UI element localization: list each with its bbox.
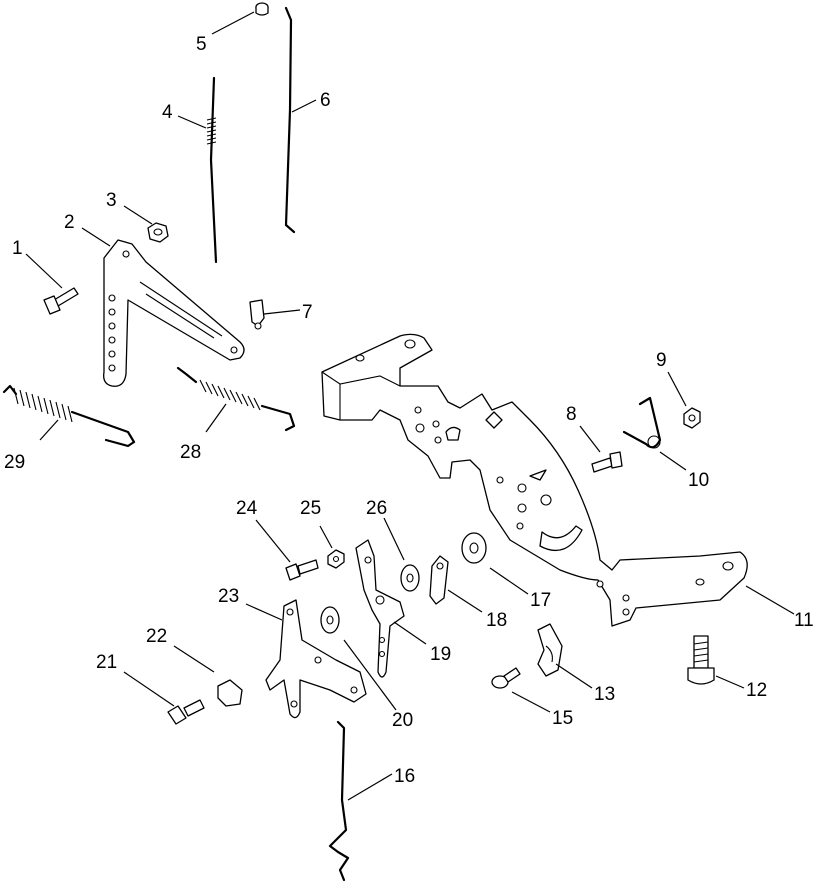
callout-4: 4 [162,102,173,123]
callout-13: 13 [594,684,615,705]
callout-29: 29 [4,452,25,473]
part-4-spring-rod [206,76,218,264]
part-5-nut [255,2,269,16]
part-1-bolt [43,287,79,315]
callout-labels: 1 2 3 4 5 6 7 8 9 10 11 12 13 15 16 17 1… [4,34,814,787]
callout-2: 2 [64,212,75,233]
part-18-small-arm [429,555,449,605]
callout-25: 25 [300,498,321,519]
part-24-bolt [285,559,319,581]
callout-9: 9 [656,350,667,371]
part-9-nut [683,407,701,429]
callout-20: 20 [392,710,413,731]
callout-28: 28 [180,442,201,463]
part-7-clip [249,299,265,330]
part-15-screw [491,667,521,689]
part-8-bolt [591,451,623,473]
callout-15: 15 [552,708,573,729]
callout-18: 18 [486,610,507,631]
callout-23: 23 [218,586,239,607]
part-12-bolt [687,635,715,685]
callout-19: 19 [430,644,451,665]
part-11-main-plate [321,333,748,627]
callout-3: 3 [106,190,117,211]
callout-22: 22 [146,626,167,647]
part-10-torsion-spring [622,396,662,449]
callout-16: 16 [394,766,415,787]
callout-5: 5 [196,34,207,55]
callout-6: 6 [320,90,331,111]
part-16-bent-rod [328,720,350,882]
callout-26: 26 [366,498,387,519]
part-17-washer [461,532,487,564]
callout-21: 21 [96,652,117,673]
part-13-clamp [537,623,563,677]
callout-7: 7 [302,302,313,323]
part-19-lever [355,539,405,678]
callout-11: 11 [794,610,814,631]
callout-8: 8 [566,404,577,425]
part-29-long-spring [2,384,136,448]
part-25-nut [327,549,345,569]
callout-17: 17 [530,590,551,611]
part-20-washer [320,606,340,634]
part-22-spacer [217,679,243,707]
callout-10: 10 [688,470,709,491]
callout-24: 24 [236,498,258,519]
part-26-washer [400,564,420,592]
callout-1: 1 [12,238,23,259]
callout-12: 12 [746,680,767,701]
part-2-control-bracket [103,239,245,387]
leader-lines [25,11,795,801]
part-21-bolt [167,699,205,725]
part-23-bracket [265,599,367,719]
part-28-medium-spring [176,366,296,432]
part-6-rod [284,6,296,234]
part-3-nut [147,222,169,243]
